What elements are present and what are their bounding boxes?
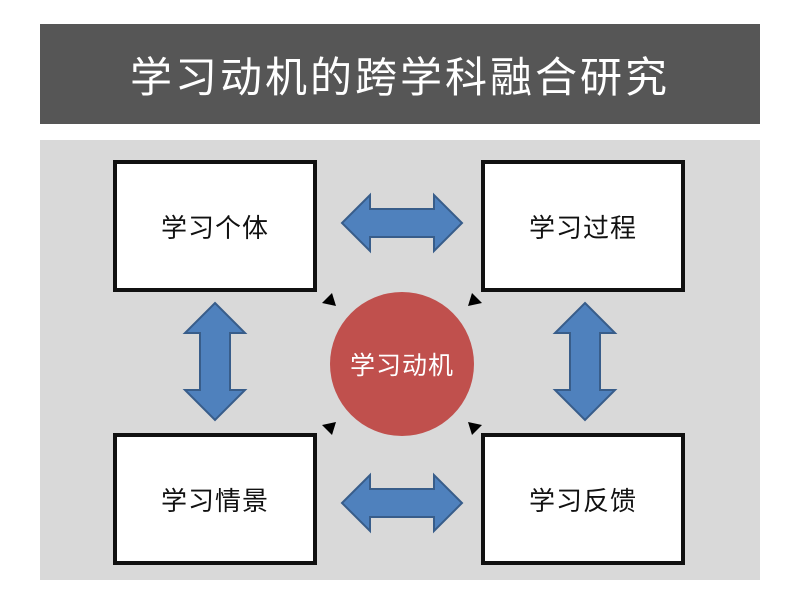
double-arrow-left <box>182 301 248 422</box>
title-bar: 学习动机的跨学科融合研究 <box>40 24 760 124</box>
double-arrow-right <box>552 301 618 422</box>
center-label: 学习动机 <box>349 351 454 380</box>
box-learning-feedback: 学习反馈 <box>481 433 685 565</box>
pointer-arrowhead-bottom-left <box>322 422 336 435</box>
pointer-arrowhead-top-right <box>468 293 482 306</box>
diagram-connectors <box>182 192 618 534</box>
diagram-area: 学习个体 学习过程 学习情景 学习反馈 学习动机 <box>40 140 760 580</box>
center-circle: 学习动机 <box>330 292 474 436</box>
box-label: 学习个体 <box>160 213 269 244</box>
box-label: 学习反馈 <box>528 486 637 517</box>
page-title: 学习动机的跨学科融合研究 <box>129 52 670 102</box>
box-label: 学习情景 <box>160 486 269 517</box>
double-arrow-bottom <box>340 472 464 534</box>
box-label: 学习过程 <box>528 213 637 244</box>
pointer-arrowhead-bottom-right <box>468 422 482 435</box>
double-arrow-top <box>340 192 464 254</box>
box-learning-individual: 学习个体 <box>113 160 317 292</box>
box-learning-process: 学习过程 <box>481 160 685 292</box>
box-learning-context: 学习情景 <box>113 433 317 565</box>
pointer-arrowhead-top-left <box>322 293 336 306</box>
